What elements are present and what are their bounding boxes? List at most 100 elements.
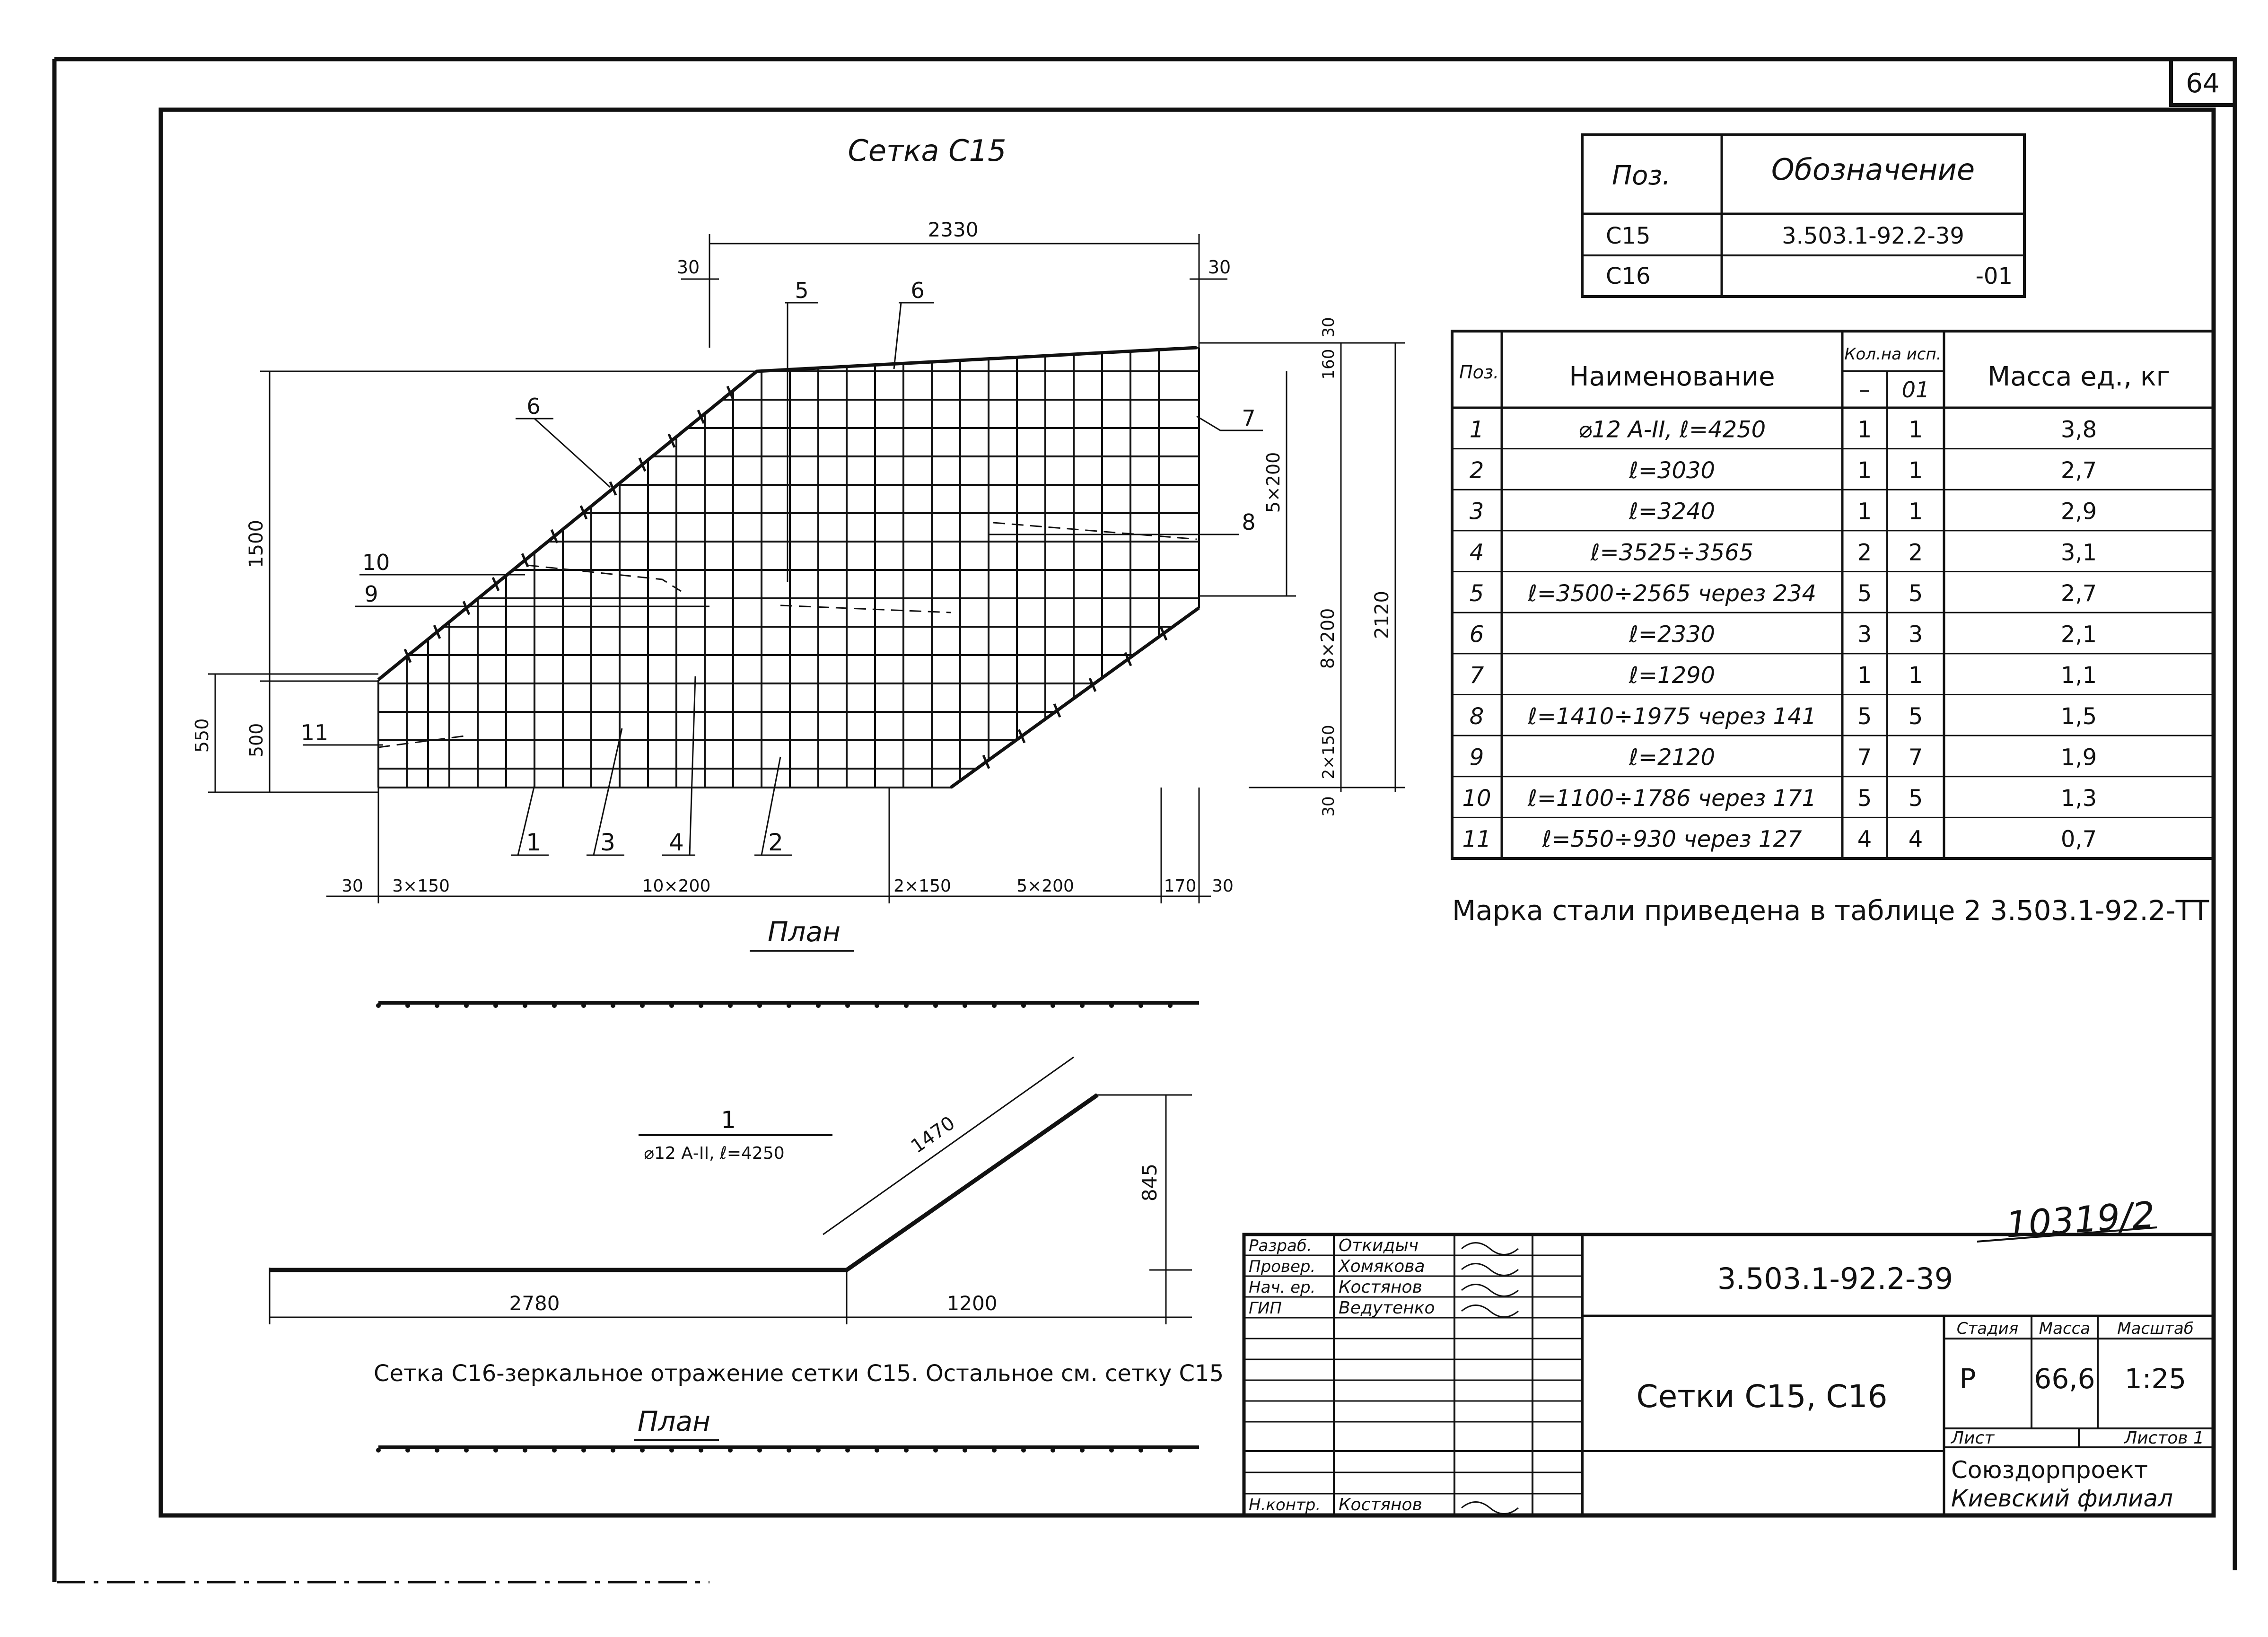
section-line-dot — [845, 1448, 850, 1453]
dim-bottom-30b: 30 — [1212, 876, 1234, 896]
mesh-weld-tick — [982, 754, 990, 769]
section-line-dot — [1051, 1003, 1055, 1008]
callout-2: 2 — [768, 829, 783, 856]
section-line-dot — [963, 1448, 967, 1453]
section-line-dot — [405, 1003, 410, 1008]
dim-right-total: 2120 — [1371, 591, 1393, 639]
plan1-dimensions — [208, 234, 1405, 903]
section-line-dot — [992, 1448, 997, 1453]
organization-branch: Киевский филиал — [1951, 1485, 2173, 1512]
spec-row-name: ℓ=3240 — [1629, 499, 1715, 525]
title-block-role: Разраб. — [1249, 1236, 1312, 1255]
spec-row-qty-b: 3 — [1909, 622, 1923, 648]
spec-row-qty-a: 1 — [1857, 662, 1872, 689]
section-line-dot — [552, 1003, 557, 1008]
spec-row-pos: 10 — [1462, 785, 1491, 812]
section-line-dot — [875, 1003, 879, 1008]
section-line-dot — [464, 1003, 469, 1008]
dim-top-left-offset: 30 — [677, 257, 700, 278]
spec-header-qty-a: – — [1859, 376, 1870, 403]
mesh-weld-tick — [609, 481, 617, 496]
section-line-1 — [376, 1001, 1199, 1008]
section-line-dot — [1109, 1003, 1114, 1008]
signature-mark — [1461, 1284, 1519, 1297]
c16-note: Сетка С16-зеркальное отражение сетки С15… — [374, 1360, 1224, 1387]
callout-10: 10 — [362, 550, 390, 575]
section-line-dot — [1080, 1448, 1085, 1453]
callout-5: 5 — [795, 278, 808, 303]
mesh-weld-tick — [521, 553, 529, 568]
dim-right-top-30: 30 — [1319, 317, 1338, 337]
section-line-dot — [552, 1448, 557, 1453]
organization-name: Союздорпроект — [1951, 1456, 2148, 1484]
title-block-role: Провер. — [1249, 1257, 1315, 1276]
spec-row-qty-a: 5 — [1857, 785, 1872, 812]
spec-row-mass: 2,1 — [2061, 622, 2097, 648]
callout-1: 1 — [526, 829, 541, 856]
section-line-dot — [845, 1003, 850, 1008]
title-block-role: Нач. ер. — [1249, 1278, 1315, 1297]
signature-mark — [1461, 1263, 1519, 1276]
spec-row-name: ℓ=550÷930 через 127 — [1541, 826, 1802, 853]
sheet-label: Лист — [1950, 1428, 1995, 1448]
spec-row-mass: 1,3 — [2061, 785, 2097, 812]
dim-left-height: 1500 — [245, 520, 267, 568]
designation-header-pos: Поз. — [1612, 160, 1671, 191]
spec-row-qty-a: 1 — [1857, 457, 1872, 484]
section-line-dot — [963, 1003, 967, 1008]
mesh-weld-tick — [667, 433, 676, 448]
section-line-dot — [787, 1448, 791, 1453]
section-line-dot — [376, 1003, 381, 1008]
spec-row-qty-a: 7 — [1857, 744, 1872, 770]
spec-row-qty-b: 1 — [1909, 416, 1923, 443]
spec-row-pos: 7 — [1470, 662, 1484, 689]
spec-row-mass: 1,9 — [2061, 744, 2097, 770]
section-line-dot — [757, 1448, 762, 1453]
plan2-caption: План — [638, 1405, 710, 1437]
callout-leaders — [303, 302, 1263, 856]
dim-bottom-170: 170 — [1164, 876, 1197, 896]
designation-row-1-pos: С15 — [1606, 223, 1651, 249]
section-line-dot — [728, 1003, 733, 1008]
dim-bottom-10x200: 10×200 — [642, 876, 711, 896]
sheet-frame — [52, 57, 2237, 1584]
section-line-dot — [933, 1003, 938, 1008]
section-line-dot — [640, 1448, 645, 1453]
designation-row-2-code: -01 — [1976, 263, 2013, 289]
spec-row-qty-a: 1 — [1857, 416, 1872, 443]
spec-row-qty-a: 4 — [1857, 826, 1872, 853]
spec-row-name: ℓ=3030 — [1629, 457, 1715, 484]
spec-row-qty-b: 5 — [1909, 703, 1923, 730]
spec-row-qty-b: 5 — [1909, 580, 1923, 607]
callout-7: 7 — [1242, 405, 1255, 431]
spec-row-qty-b: 2 — [1909, 539, 1923, 566]
spec-row-pos: 3 — [1470, 499, 1484, 525]
mesh-weld-tick — [726, 385, 735, 400]
title-block-person: Хомякова — [1338, 1257, 1425, 1276]
spec-header-name: Наименование — [1569, 361, 1775, 392]
section-line-dot — [816, 1448, 821, 1453]
section-line-dot — [611, 1448, 615, 1453]
mesh-weld-tick — [550, 529, 559, 543]
stage-label: Стадия — [1957, 1319, 2018, 1338]
callout-6-left: 6 — [526, 394, 540, 419]
spec-header-qty-b: 01 — [1902, 377, 1930, 403]
dim-bottom-5x200: 5×200 — [1016, 876, 1074, 896]
plan1-caption: План — [768, 916, 841, 948]
scale-value: 1:25 — [2125, 1363, 2186, 1395]
dim-bottom-30a: 30 — [342, 876, 363, 896]
section-line-dot — [1168, 1448, 1173, 1453]
spec-row-name: ℓ=1100÷1786 через 171 — [1527, 785, 1816, 812]
bar-label-bottom: ⌀12 А-II, ℓ=4250 — [644, 1144, 784, 1163]
section-line-dot — [875, 1448, 879, 1453]
scale-label: Масштаб — [2117, 1319, 2194, 1338]
section-line-dot — [904, 1448, 909, 1453]
section-line-dot — [1138, 1448, 1143, 1453]
bar-detail — [269, 1056, 1192, 1324]
spec-row-qty-a: 5 — [1857, 580, 1872, 607]
section-line-dot — [1138, 1003, 1143, 1008]
title-block-role: ГИП — [1249, 1299, 1282, 1318]
spec-row-name: ℓ=3525÷3565 — [1590, 539, 1754, 566]
